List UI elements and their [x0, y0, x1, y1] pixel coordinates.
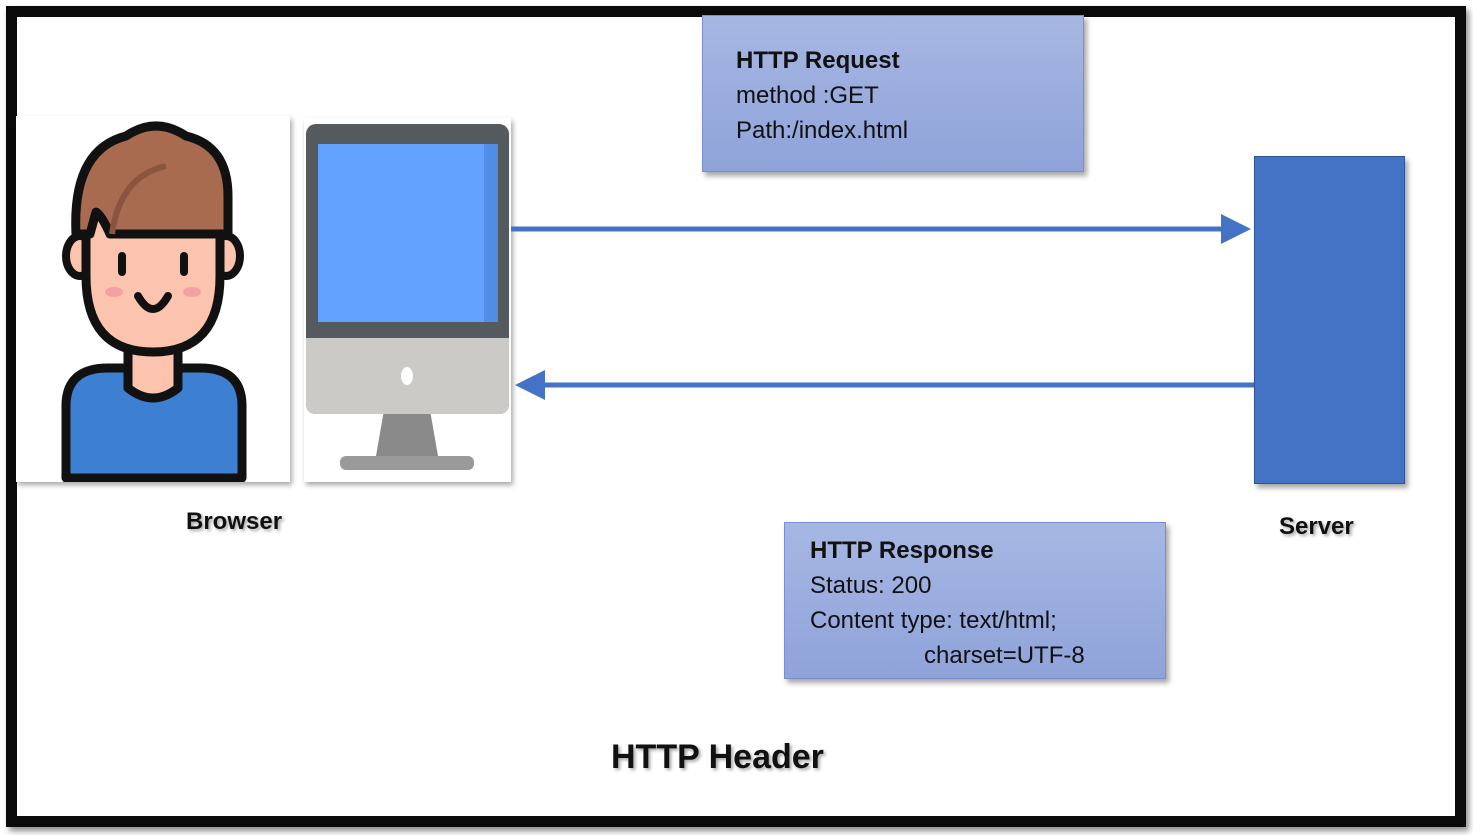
request-method: method :GET	[736, 82, 879, 109]
diagram-title: HTTP Header	[611, 738, 824, 776]
response-content-type: Content type: text/html;	[810, 607, 1057, 634]
response-heading: HTTP Response	[810, 537, 994, 564]
http-response-box: HTTP Response Status: 200 Content type: …	[784, 522, 1166, 679]
request-heading: HTTP Request	[736, 47, 900, 74]
user-avatar-icon	[61, 121, 247, 482]
desktop-computer-card	[304, 118, 511, 482]
request-path: Path:/index.html	[736, 117, 909, 144]
response-charset: charset=UTF-8	[924, 642, 1085, 669]
browser-label: Browser	[186, 508, 283, 535]
server-box	[1254, 156, 1405, 484]
user-avatar-card	[16, 116, 290, 482]
desktop-computer-icon	[306, 124, 509, 470]
http-request-box: HTTP Request method :GET Path:/index.htm…	[702, 15, 1084, 172]
response-status: Status: 200	[810, 572, 932, 599]
server-label: Server	[1279, 513, 1354, 540]
